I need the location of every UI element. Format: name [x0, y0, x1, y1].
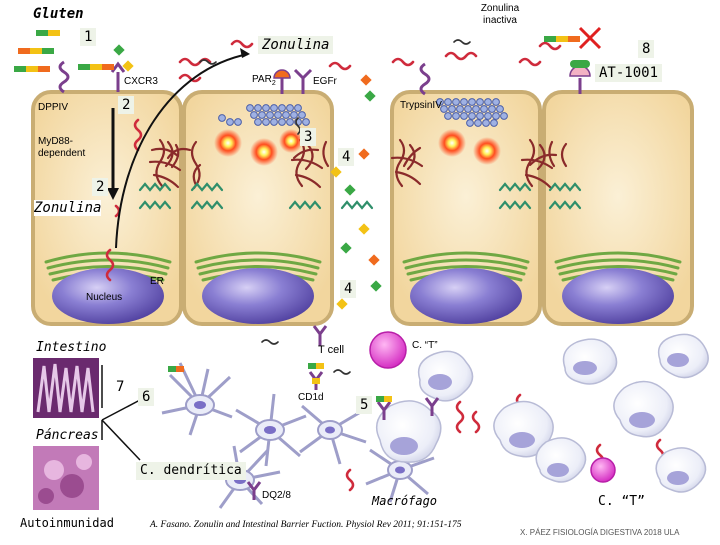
glow-4 [438, 129, 466, 157]
step-7-badge: 7 [116, 379, 125, 395]
macrophages [375, 333, 709, 493]
macrophage-3 [493, 400, 554, 458]
glow-2 [250, 138, 278, 166]
actin-cluster-4 [520, 138, 568, 189]
gluten-peptides [14, 30, 580, 72]
trypsin-label: TrypsinIV [400, 100, 442, 111]
receptors [58, 60, 591, 96]
immune-receptors [246, 325, 440, 500]
dendritic-cells [161, 362, 435, 509]
blocked-receptor [569, 60, 591, 94]
activation-glows [214, 129, 501, 166]
intestine-histology-image [33, 358, 99, 418]
zonulin-inactive-label: Zonulina inactiva [480, 3, 520, 26]
actin-cluster-2 [290, 138, 330, 189]
par2-receptor [273, 69, 291, 94]
egfr-label: EGFr [313, 76, 337, 87]
zonulin-release-arrow [115, 53, 249, 249]
c-dendritica-label: C. dendrítica [136, 462, 246, 480]
step-5-badge: 5 [356, 396, 373, 414]
immune-peptides [168, 363, 392, 402]
epithelial-cells [31, 90, 694, 326]
par2-text: PAR [252, 74, 272, 85]
zonulin-release-arrowhead [240, 48, 250, 58]
step-6-badge: 6 [138, 388, 155, 406]
at1001-label: AT-1001 [595, 64, 663, 82]
tcell-label: T cell [318, 344, 345, 356]
organ-arrows [101, 365, 141, 461]
myd88-arrowhead [107, 188, 119, 200]
gliadin-fragments [199, 39, 471, 375]
t-cell-top [369, 331, 407, 369]
pancreas-histology-image [33, 446, 99, 510]
macrophage-1 [375, 400, 442, 463]
nucleus-1 [52, 268, 164, 324]
zonulin-molecules [105, 39, 665, 492]
t-cell-bottom [590, 457, 616, 483]
autoinmunidad-label: Autoinmunidad [20, 516, 114, 530]
dendritic-cell-2 [235, 393, 307, 467]
step-4a-badge: 4 [338, 148, 355, 166]
macrophage-8 [535, 437, 587, 483]
dendritic-cell-4 [299, 404, 367, 465]
nucleus-label: Nucleus [86, 292, 123, 303]
macrophage-6 [657, 333, 709, 379]
macrophage-7 [655, 447, 707, 493]
inhibition-x-icon [578, 26, 602, 50]
step-3-badge: 3 [300, 128, 317, 146]
par2-label: PAR2 [252, 74, 276, 87]
credit-text: X. PÁEZ FISIOLOGÍA DIGESTIVA 2018 ULA [520, 528, 680, 537]
peptide-4 [78, 64, 114, 70]
vesicle-cluster-left [218, 104, 310, 126]
actin-cluster-3 [390, 138, 424, 188]
peptide-3 [14, 66, 50, 72]
glow-5 [473, 137, 501, 165]
cxcr3-label: CXCR3 [124, 76, 158, 87]
peptide-1 [36, 30, 60, 36]
c-t-bottom-label: C. “T” [598, 494, 645, 509]
nucleus-2 [202, 268, 314, 324]
macrofago-label: Macrófago [372, 494, 438, 508]
actin-filaments [148, 138, 568, 190]
macrophage-4 [562, 338, 618, 385]
dppiv-label: DPPIV [38, 102, 69, 113]
trypsin-receptor [419, 62, 431, 96]
tight-junctions [138, 182, 582, 210]
epithelial-cell-1 [31, 90, 183, 326]
step-2a-badge: 2 [118, 96, 135, 114]
vesicle-cluster-right [436, 98, 508, 127]
macrophage-5 [613, 380, 674, 438]
c-t-top-label: C. “T” [412, 340, 438, 351]
dq28-label: DQ2/8 [262, 490, 291, 501]
nucleus-3 [410, 268, 522, 324]
dendritic-cell-5 [365, 448, 435, 503]
peptide-2 [18, 48, 54, 54]
egfr-receptor [293, 68, 313, 94]
dendritic-cell-1 [161, 362, 233, 436]
step-8-badge: 8 [638, 40, 655, 58]
cd1d-label: CD1d [298, 392, 324, 403]
pancreas-label: Páncreas [36, 428, 99, 443]
glow-3 [279, 129, 303, 153]
peptide-5 [544, 36, 580, 42]
par2-subscript: 2 [271, 80, 276, 87]
nucleus-4 [562, 268, 674, 324]
actin-cluster-1 [148, 138, 202, 190]
citation-text: A. Fasano. Zonulin and Intestinal Barrie… [150, 520, 462, 530]
gluten-label: Gluten [33, 6, 84, 22]
step-4b-badge: 4 [340, 280, 357, 298]
step-2b-badge: 2 [92, 178, 109, 196]
myd88-label: MyD88- dependent [38, 136, 86, 159]
nuclei [52, 268, 674, 324]
intestino-label: Intestino [36, 340, 107, 355]
zonulin-side-label: Zonulina [34, 200, 102, 216]
step-1-badge: 1 [80, 28, 97, 46]
zonulin-top-label: Zonulina [258, 36, 334, 54]
macrophage-2 [417, 350, 474, 402]
er-label: ER [150, 276, 164, 287]
glow-1 [214, 129, 242, 157]
